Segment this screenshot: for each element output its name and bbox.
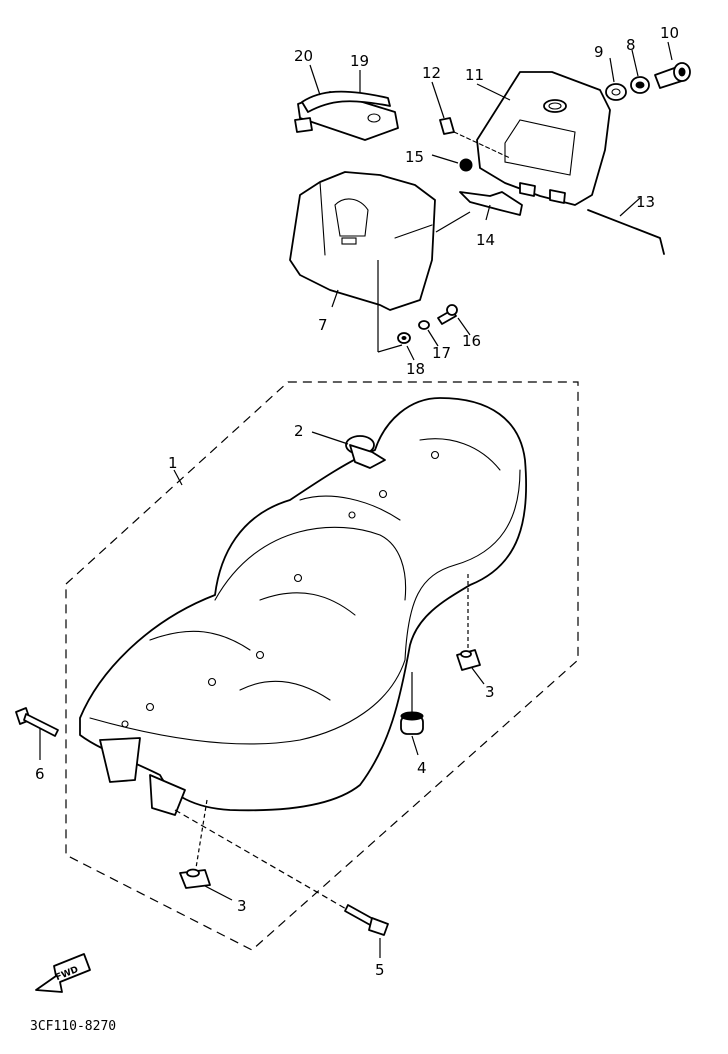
callout-10: 10 xyxy=(660,24,679,42)
band-part xyxy=(294,64,391,133)
callout-3-right: 3 xyxy=(485,683,495,701)
lock-nut-part xyxy=(630,49,650,94)
tray-part xyxy=(476,71,611,206)
forward-arrow-icon: FWD xyxy=(35,953,91,993)
bolt-left-part xyxy=(15,707,59,760)
callout-3-lower: 3 xyxy=(237,897,247,915)
seat-strap-part xyxy=(311,431,386,469)
lock-grommet-part xyxy=(605,57,627,101)
callout-13: 13 xyxy=(636,193,655,211)
seat-assembly-boundary xyxy=(65,381,579,951)
callout-17: 17 xyxy=(432,344,451,362)
nut-plate-lower-part xyxy=(179,799,233,901)
callout-11: 11 xyxy=(465,66,484,84)
callout-5: 5 xyxy=(375,961,385,979)
callout-20: 20 xyxy=(294,47,313,65)
clip-part xyxy=(431,81,511,159)
callout-18: 18 xyxy=(406,360,425,378)
bolt-lower-part xyxy=(174,809,389,958)
callout-1: 1 xyxy=(168,454,178,472)
tail-cover-part xyxy=(289,171,471,353)
callout-19: 19 xyxy=(350,52,369,70)
lock-cylinder-part xyxy=(654,41,691,89)
rod-part xyxy=(587,197,665,255)
callout-15: 15 xyxy=(405,148,424,166)
spring-washer-part xyxy=(418,320,439,347)
plain-washer-part xyxy=(397,332,415,361)
nut-plate-right-part xyxy=(456,574,485,685)
cap-nut-part xyxy=(431,154,473,172)
plate-bracket-part xyxy=(459,191,523,221)
screw-part xyxy=(437,304,471,336)
diagram-code: 3CF110-8270 xyxy=(30,1019,116,1034)
callout-9: 9 xyxy=(594,43,604,61)
callout-7: 7 xyxy=(318,316,328,334)
callout-16: 16 xyxy=(462,332,481,350)
callout-6: 6 xyxy=(35,765,45,783)
callout-8: 8 xyxy=(626,36,636,54)
callout-12: 12 xyxy=(422,64,441,82)
callout-2: 2 xyxy=(294,422,304,440)
seat-part xyxy=(79,397,528,816)
damper-part xyxy=(400,672,424,756)
callout-4: 4 xyxy=(417,759,427,777)
callout-14: 14 xyxy=(476,231,495,249)
